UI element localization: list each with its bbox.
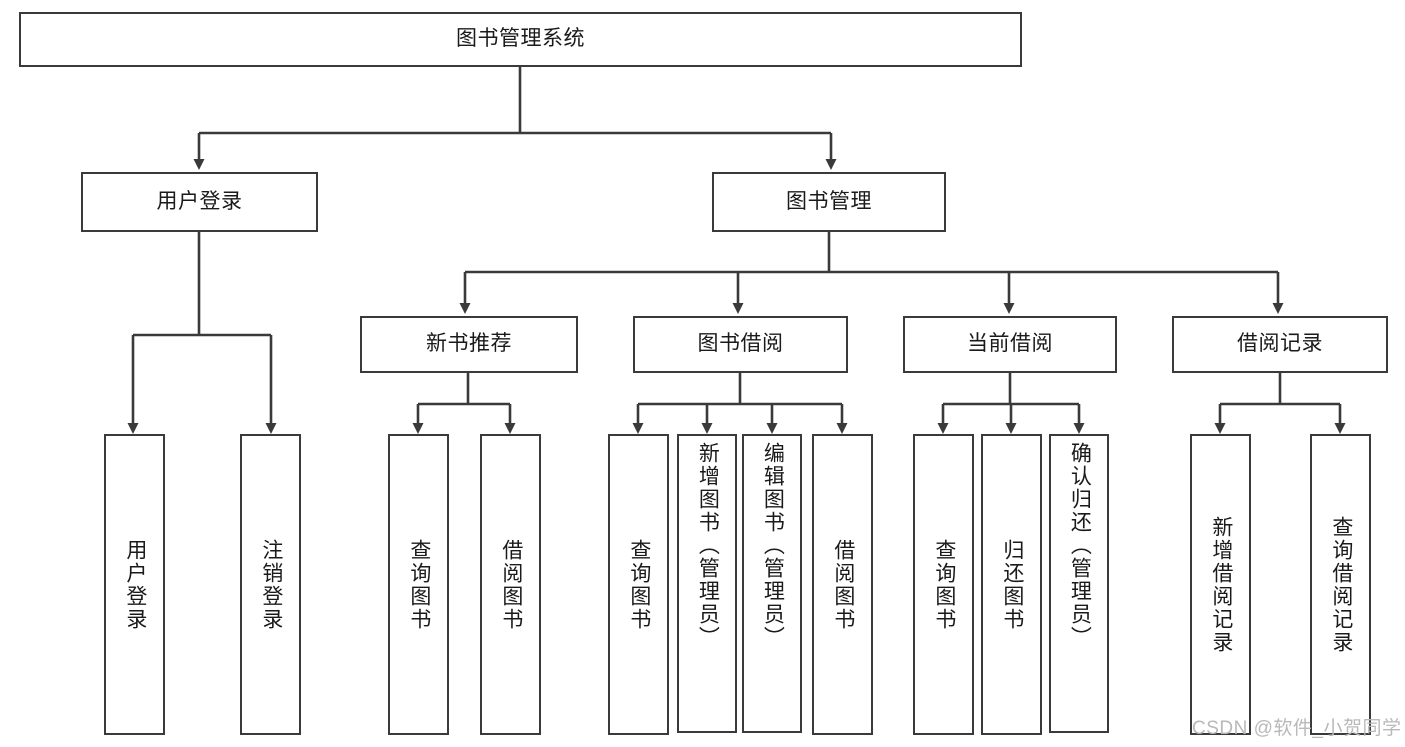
leaf-borrow-borrow-books[interactable]: 借阅图书 [812, 434, 873, 735]
node-label: 用户登录 [156, 189, 243, 213]
node-label: 借阅图书 [499, 538, 523, 631]
leaf-records-query-record[interactable]: 查询借阅记录 [1310, 434, 1371, 735]
node-current-borrow[interactable]: 当前借阅 [903, 316, 1117, 373]
node-book-management-system[interactable]: 图书管理系统 [19, 12, 1022, 67]
node-user-login[interactable]: 用户登录 [81, 172, 318, 232]
node-label: 当前借阅 [967, 332, 1053, 356]
node-label: 确认归还（管理员） [1068, 442, 1092, 649]
node-label: 新增图书（管理员） [696, 442, 720, 649]
leaf-new-book-borrow-books[interactable]: 借阅图书 [480, 434, 541, 735]
leaf-borrow-query-books[interactable]: 查询图书 [608, 434, 669, 735]
node-label: 用户登录 [123, 538, 147, 631]
node-borrow-records[interactable]: 借阅记录 [1172, 316, 1388, 373]
node-label: 查询借阅记录 [1329, 515, 1353, 654]
leaf-new-book-query-books[interactable]: 查询图书 [388, 434, 449, 735]
node-label: 查询图书 [932, 538, 956, 631]
leaf-borrow-add-book-admin[interactable]: 新增图书（管理员） [677, 434, 737, 733]
node-book-management[interactable]: 图书管理 [712, 172, 946, 232]
node-label: 查询图书 [627, 538, 651, 631]
node-label: 图书管理系统 [456, 27, 585, 51]
node-label: 图书管理 [786, 189, 872, 213]
node-label: 编辑图书（管理员） [761, 442, 785, 649]
leaf-records-add-record[interactable]: 新增借阅记录 [1190, 434, 1251, 735]
node-label: 查询图书 [407, 538, 431, 631]
leaf-current-confirm-return-admin[interactable]: 确认归还（管理员） [1049, 434, 1109, 733]
node-label: 新增借阅记录 [1209, 515, 1233, 654]
node-new-book-recommendation[interactable]: 新书推荐 [360, 316, 578, 373]
leaf-current-return-books[interactable]: 归还图书 [981, 434, 1042, 735]
csdn-watermark: CSDN @软件_小贺同学 [1192, 718, 1402, 739]
leaf-current-query-books[interactable]: 查询图书 [913, 434, 974, 735]
node-label: 图书借阅 [697, 332, 784, 356]
node-label: 借阅记录 [1237, 332, 1323, 356]
leaf-borrow-edit-book-admin[interactable]: 编辑图书（管理员） [742, 434, 802, 733]
leaf-user-login-login[interactable]: 用户登录 [104, 434, 165, 735]
node-label: 归还图书 [1000, 538, 1024, 631]
node-label: 注销登录 [259, 538, 283, 631]
node-label: 借阅图书 [831, 538, 855, 631]
node-label: 新书推荐 [426, 332, 512, 356]
leaf-user-login-logout[interactable]: 注销登录 [240, 434, 301, 735]
node-book-borrow[interactable]: 图书借阅 [633, 316, 848, 373]
